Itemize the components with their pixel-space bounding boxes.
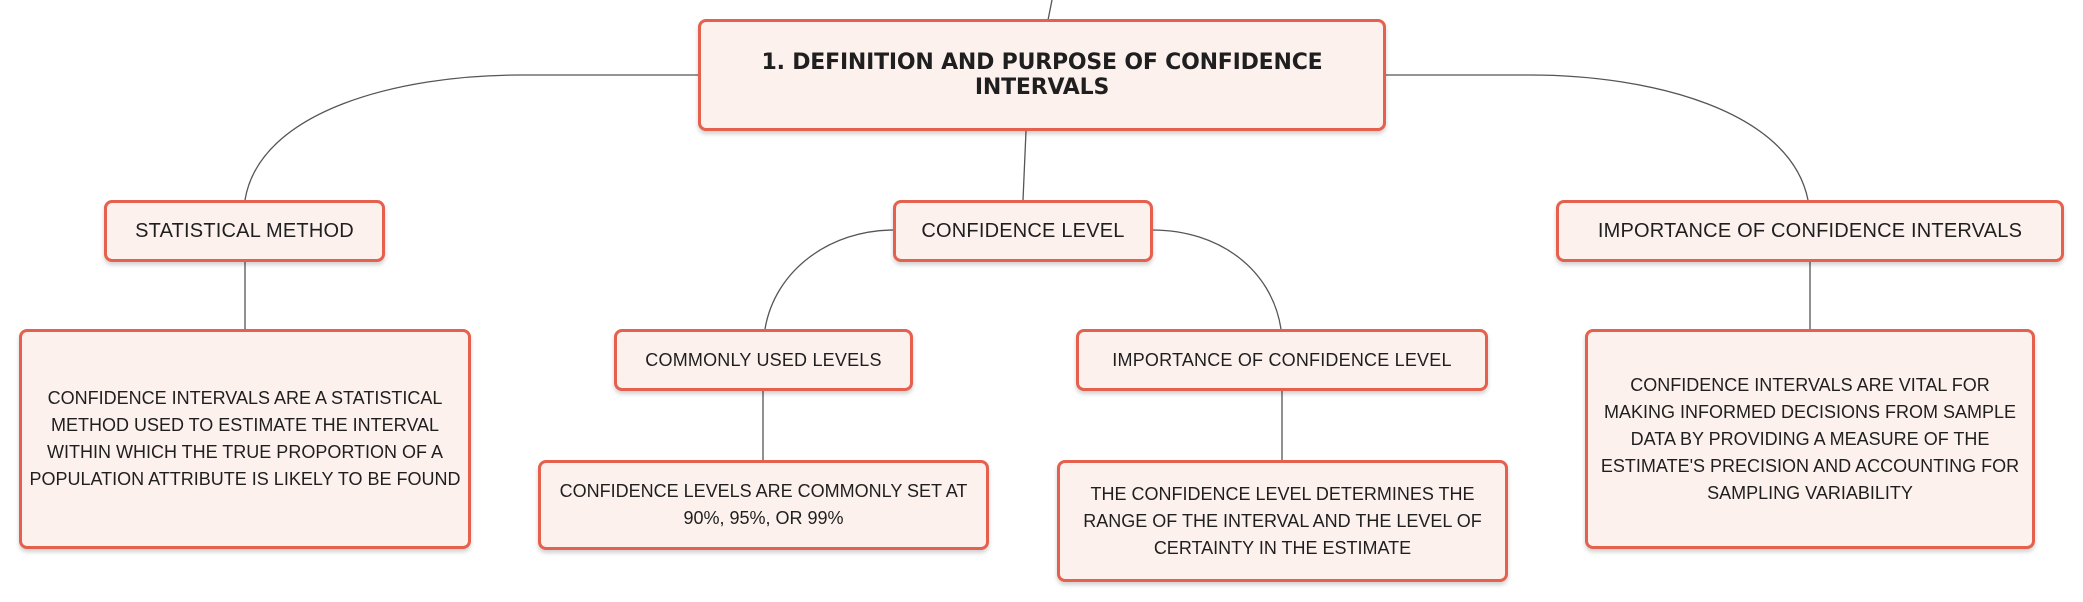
topic-confidence-level-label: CONFIDENCE LEVEL xyxy=(921,219,1125,242)
subtopic-commonly-used-levels[interactable]: COMMONLY USED LEVELS xyxy=(614,329,913,391)
topic-importance-of-confidence-intervals[interactable]: IMPORTANCE OF CONFIDENCE INTERVALS xyxy=(1556,200,2064,262)
detail-importance-of-confidence-intervals-text: CONFIDENCE INTERVALS ARE VITAL FOR MAKIN… xyxy=(1600,374,2020,503)
connector-confidence-level-importance xyxy=(1151,229,1282,330)
connector-root-importance-intervals xyxy=(1384,74,1809,201)
subtopic-commonly-used-levels-label: COMMONLY USED LEVELS xyxy=(645,349,882,370)
root-label: 1. DEFINITION AND PURPOSE OF CONFIDENCE … xyxy=(761,50,1323,100)
topic-importance-of-confidence-intervals-label: IMPORTANCE OF CONFIDENCE INTERVALS xyxy=(1597,219,2023,242)
subtopic-importance-of-confidence-level[interactable]: IMPORTANCE OF CONFIDENCE LEVEL xyxy=(1076,329,1488,391)
subtopic-importance-of-confidence-level-label: IMPORTANCE OF CONFIDENCE LEVEL xyxy=(1112,349,1452,370)
detail-statistical-method[interactable]: CONFIDENCE INTERVALS ARE A STATISTICAL M… xyxy=(19,329,471,549)
connector-root-statistical-method xyxy=(244,74,700,201)
connector-confidence-level-commonly-used xyxy=(764,229,895,330)
detail-importance-of-confidence-level[interactable]: THE CONFIDENCE LEVEL DETERMINES THE RANG… xyxy=(1057,460,1508,582)
detail-importance-of-confidence-level-text: THE CONFIDENCE LEVEL DETERMINES THE RANG… xyxy=(1083,483,1482,558)
root-node[interactable]: 1. DEFINITION AND PURPOSE OF CONFIDENCE … xyxy=(698,19,1386,131)
connector-parent-root xyxy=(1047,0,1053,21)
topic-statistical-method-label: STATISTICAL METHOD xyxy=(135,219,354,242)
detail-statistical-method-text: CONFIDENCE INTERVALS ARE A STATISTICAL M… xyxy=(29,388,461,489)
topic-statistical-method[interactable]: STATISTICAL METHOD xyxy=(104,200,385,262)
detail-commonly-used-levels-text: CONFIDENCE LEVELS ARE COMMONLY SET AT 90… xyxy=(559,481,968,528)
detail-importance-of-confidence-intervals[interactable]: CONFIDENCE INTERVALS ARE VITAL FOR MAKIN… xyxy=(1585,329,2035,549)
topic-confidence-level[interactable]: CONFIDENCE LEVEL xyxy=(893,200,1153,262)
connector-root-confidence-level xyxy=(1022,130,1027,201)
detail-commonly-used-levels[interactable]: CONFIDENCE LEVELS ARE COMMONLY SET AT 90… xyxy=(538,460,989,550)
